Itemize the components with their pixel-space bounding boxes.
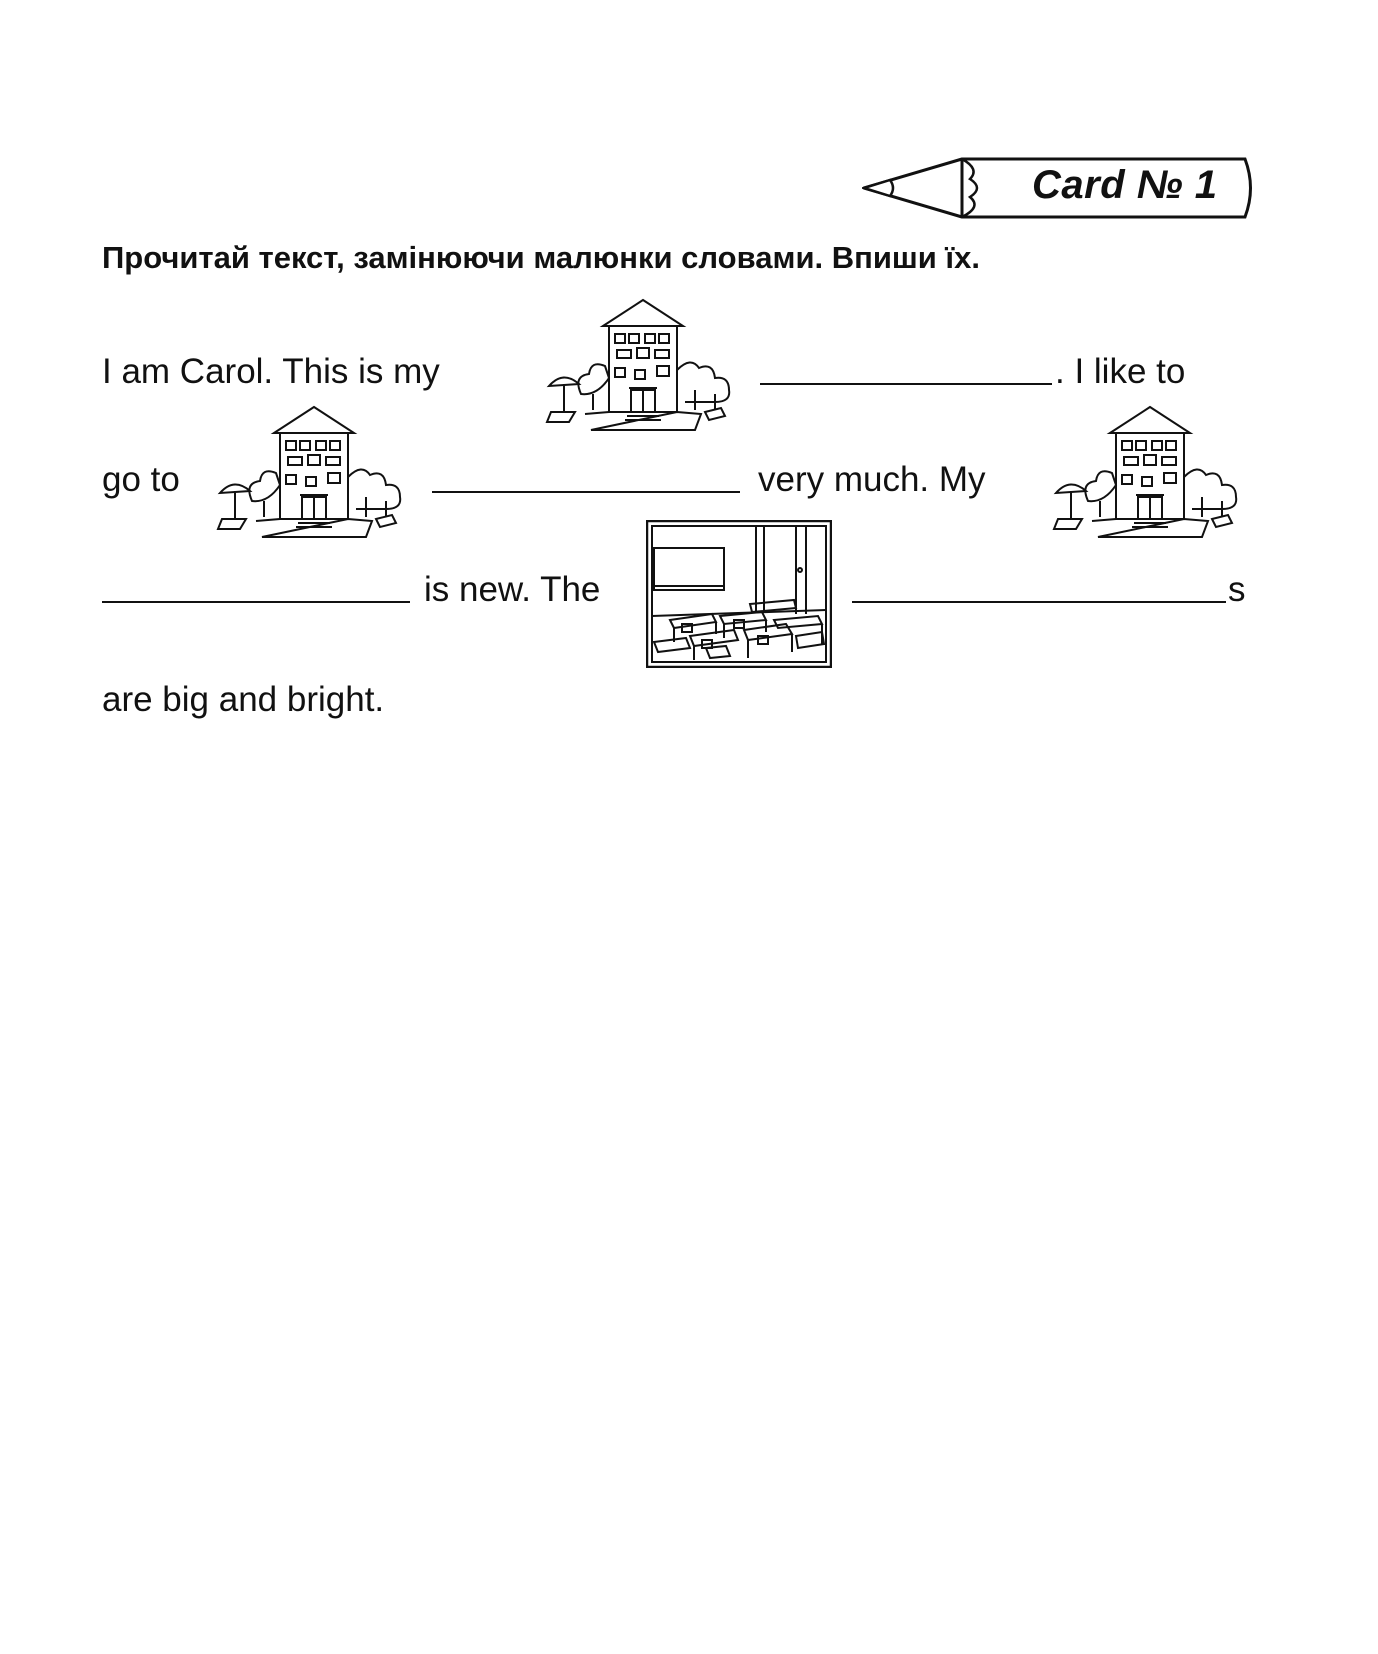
card-title: Card № 1 — [1032, 163, 1218, 207]
classroom-icon — [646, 520, 832, 668]
text-line-1a: I am Carol. This is my — [102, 352, 440, 391]
text-line-2b: very much. My — [758, 460, 986, 499]
card-header-pencil: Card № 1 — [862, 155, 1262, 225]
answer-blank-1[interactable] — [760, 383, 1052, 385]
answer-blank-2[interactable] — [432, 491, 740, 493]
answer-blank-3[interactable] — [102, 601, 410, 603]
text-line-3a: is new. The — [424, 570, 601, 609]
text-line-3b: s — [1228, 570, 1246, 609]
text-line-1b: . I like to — [1055, 352, 1186, 391]
school-building-icon — [216, 405, 402, 538]
school-building-icon — [1052, 405, 1238, 538]
pencil-icon — [862, 157, 1252, 219]
answer-blank-4[interactable] — [852, 601, 1226, 603]
text-line-4: are big and bright. — [102, 680, 385, 719]
text-line-2a: go to — [102, 460, 180, 499]
instruction-text: Прочитай текст, замінюючи малюнки словам… — [102, 240, 980, 275]
school-building-icon — [545, 298, 731, 431]
